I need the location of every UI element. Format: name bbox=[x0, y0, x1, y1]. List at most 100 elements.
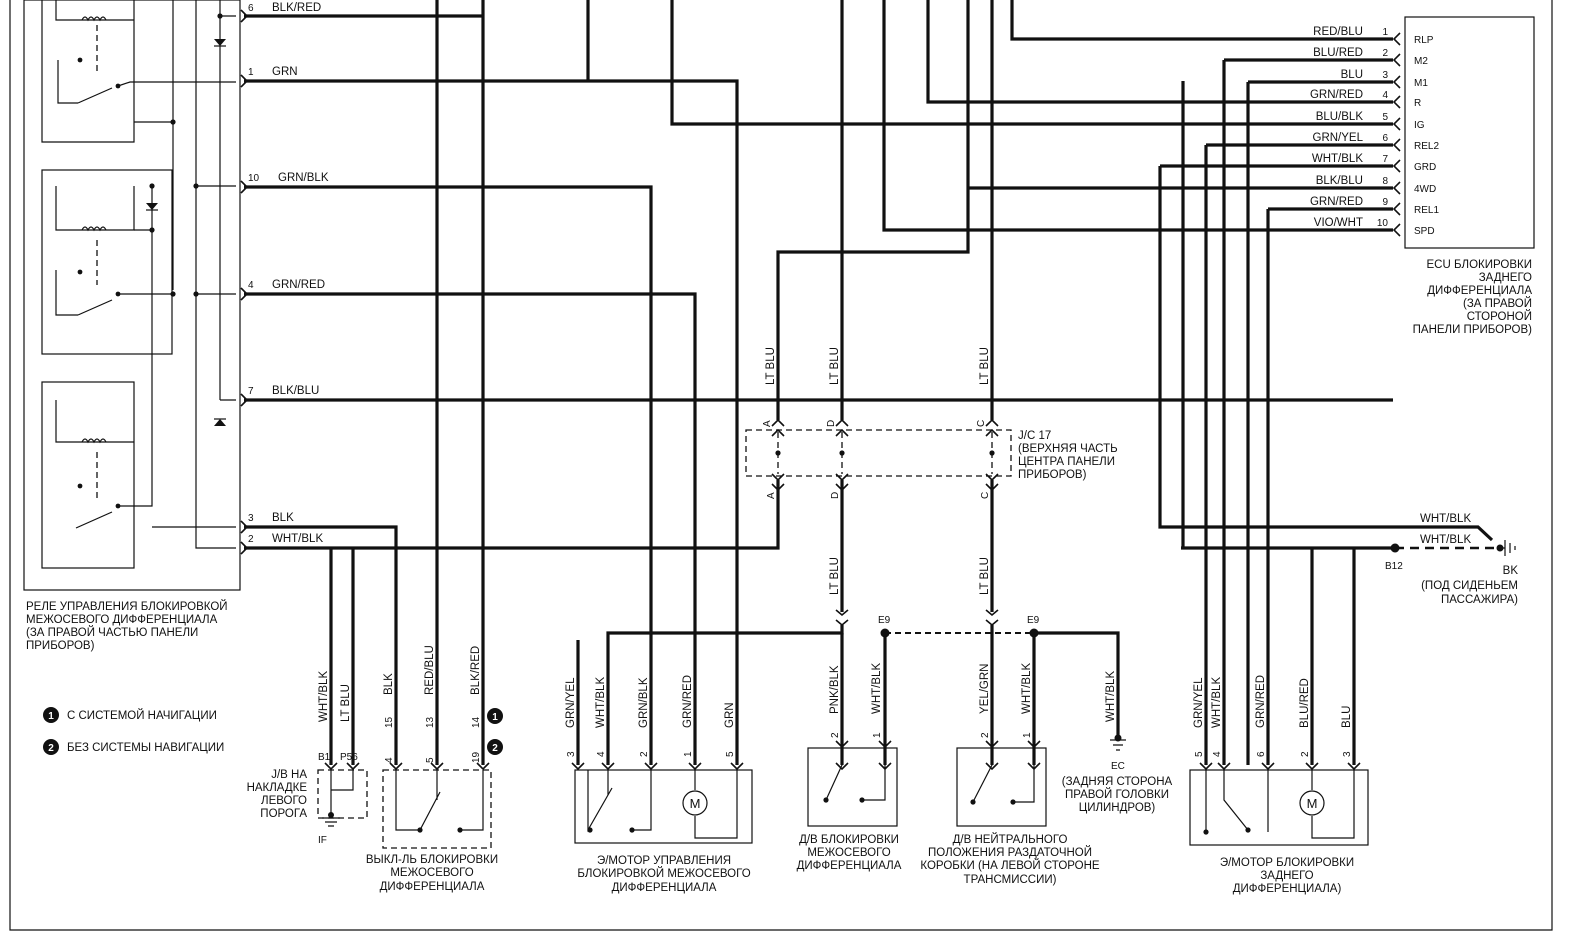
switch-pin: 5 bbox=[425, 757, 436, 763]
connector-chevron-icon bbox=[835, 418, 849, 437]
ecu-wire-label: GRN/YEL bbox=[1313, 132, 1364, 144]
jb-pin: B1 bbox=[318, 752, 331, 763]
motor-rear-caption: ЗАДНЕГО bbox=[1260, 870, 1313, 882]
bk-caption: (ПОД СИДЕНЬЕМ bbox=[1421, 580, 1518, 592]
wire-label: LT BLU bbox=[829, 347, 841, 385]
diode-icon bbox=[146, 203, 158, 210]
connector-chevron-icon bbox=[835, 762, 849, 771]
connector-chevron-icon bbox=[240, 393, 249, 407]
switch-caption: ВЫКЛ-ЛЬ БЛОКИРОВКИ bbox=[366, 854, 498, 866]
connector-chevron-icon bbox=[878, 762, 892, 771]
ground-bk-icon bbox=[1496, 540, 1516, 556]
ecu-pin-name: REL1 bbox=[1414, 205, 1439, 216]
jb-pin: P56 bbox=[340, 752, 358, 763]
sensor-neutral-caption: Д/В НЕЙТРАЛЬНОГО bbox=[953, 833, 1068, 846]
diode-icon bbox=[214, 39, 226, 46]
relay-wire-label: GRN bbox=[272, 66, 298, 78]
motor-center-caption: ДИФФЕРЕНЦИАЛА bbox=[612, 882, 717, 894]
ecu-pin-num: 3 bbox=[1382, 70, 1388, 81]
ecu-pin-num: 10 bbox=[1377, 218, 1389, 229]
motor-center-wire: GRN/BLK bbox=[638, 677, 650, 728]
ecu-pin-num: 9 bbox=[1382, 197, 1388, 208]
connector-chevron-icon bbox=[240, 520, 249, 534]
relay-caption: ПРИБОРОВ) bbox=[26, 640, 95, 652]
connector-chevron-icon bbox=[240, 287, 249, 301]
ecu-pin-name: R bbox=[1414, 98, 1421, 109]
ecu-pin-name: GRD bbox=[1414, 162, 1436, 173]
connector-chevron-icon bbox=[240, 74, 249, 88]
relay-pin-num: 2 bbox=[248, 534, 254, 545]
connector-chevron-icon bbox=[1392, 202, 1401, 216]
connector-chevron-icon bbox=[644, 762, 658, 771]
splice-label: E9 bbox=[878, 615, 891, 626]
switch-wire-num: 15 bbox=[384, 716, 395, 728]
connector-chevron-icon bbox=[324, 762, 338, 771]
connector-chevron-icon bbox=[240, 180, 249, 194]
ecu-pin-num: 6 bbox=[1382, 133, 1388, 144]
connector-chevron-icon bbox=[985, 609, 999, 627]
ecu-pin-num: 8 bbox=[1382, 176, 1388, 187]
connector-chevron-icon bbox=[240, 541, 249, 555]
motor-center-pin: 1 bbox=[683, 751, 694, 757]
connector-chevron-icon bbox=[730, 762, 744, 771]
ecu-pin-name: M1 bbox=[1414, 78, 1428, 89]
motor-m-icon: M bbox=[1307, 796, 1318, 811]
motor-center-pin: 4 bbox=[596, 751, 607, 757]
ecu-wire-label: VIO/WHT bbox=[1314, 217, 1363, 229]
connector-chevron-icon bbox=[1027, 740, 1041, 749]
motor-m-icon: M bbox=[690, 796, 701, 811]
connector-chevron-icon bbox=[985, 418, 999, 437]
motor-center-wire: GRN/RED bbox=[682, 675, 694, 728]
legend-text: С СИСТЕМОЙ НАЧИГАЦИИ bbox=[67, 709, 217, 722]
bk-caption: ПАССАЖИРА) bbox=[1441, 594, 1518, 606]
ecu-caption: (ЗА ПРАВОЙ bbox=[1463, 297, 1532, 310]
bk-wire-label: WHT/BLK bbox=[1420, 513, 1471, 525]
connector-chevron-icon bbox=[430, 762, 444, 771]
connector-chevron-icon bbox=[1217, 762, 1231, 771]
sensor-center-caption: Д/В БЛОКИРОВКИ bbox=[799, 834, 899, 846]
connector-chevron-icon bbox=[1199, 762, 1213, 771]
ecu-pin-num: 2 bbox=[1382, 48, 1388, 59]
connector-chevron-icon bbox=[878, 740, 892, 749]
sensor-wire: WHT/BLK bbox=[1021, 663, 1033, 714]
wires bbox=[244, 0, 1500, 765]
motor-center-wire: WHT/BLK bbox=[595, 677, 607, 728]
motor-rear-pin: 6 bbox=[1256, 751, 1267, 757]
ecu-caption: ДИФФЕРЕНЦИАЛА bbox=[1427, 285, 1532, 297]
connector-chevron-icon bbox=[1392, 159, 1401, 173]
ecu-pin-name: SPD bbox=[1414, 226, 1435, 237]
center-diff-sensor bbox=[807, 747, 898, 827]
relay-pin-num: 3 bbox=[248, 513, 254, 524]
motor-rear-wire: BLU/RED bbox=[1299, 678, 1311, 728]
ec-caption: ПРАВОЙ ГОЛОВКИ bbox=[1065, 788, 1169, 801]
ecu-caption: ПАНЕЛИ ПРИБОРОВ) bbox=[1413, 324, 1533, 336]
connector-chevron-icon bbox=[771, 418, 785, 437]
interaxle-lock-relay bbox=[23, 0, 241, 591]
jc-pin: D bbox=[826, 420, 837, 427]
ecu-pin-name: RLP bbox=[1414, 35, 1434, 46]
jb-left-sill bbox=[317, 769, 368, 827]
jb-caption: ПОРОГА bbox=[260, 808, 307, 820]
splice-label: E9 bbox=[1027, 615, 1040, 626]
rear-diff-motor bbox=[1189, 769, 1369, 846]
relay-caption: МЕЖОСЕВОГО ДИФФЕРЕНЦИАЛА bbox=[26, 614, 218, 626]
connector-chevron-icon bbox=[1392, 181, 1401, 195]
relay-pin-num: 4 bbox=[248, 280, 254, 291]
motor-rear-pin: 2 bbox=[1300, 751, 1311, 757]
connector-chevron-icon bbox=[1392, 32, 1401, 46]
relay-wire-label: WHT/BLK bbox=[272, 533, 323, 545]
ecu-caption: СТОРОНОЙ bbox=[1467, 310, 1532, 323]
motor-rear-pin: 3 bbox=[1342, 751, 1353, 757]
transfer-neutral-sensor bbox=[956, 747, 1047, 827]
connector-chevron-icon bbox=[240, 9, 249, 23]
jb-caption: ЛЕВОГО bbox=[261, 795, 307, 807]
jb-wire: LT BLU bbox=[340, 684, 352, 722]
badge-num: 2 bbox=[492, 743, 498, 754]
jb-wire: WHT/BLK bbox=[318, 671, 330, 722]
connector-chevron-icon bbox=[571, 762, 585, 771]
connector-chevron-icon bbox=[346, 762, 360, 771]
ecu-pin-name: M2 bbox=[1414, 56, 1428, 67]
ecu-wire-label: BLU/BLK bbox=[1316, 111, 1364, 123]
sensor-pin: 2 bbox=[980, 732, 991, 738]
